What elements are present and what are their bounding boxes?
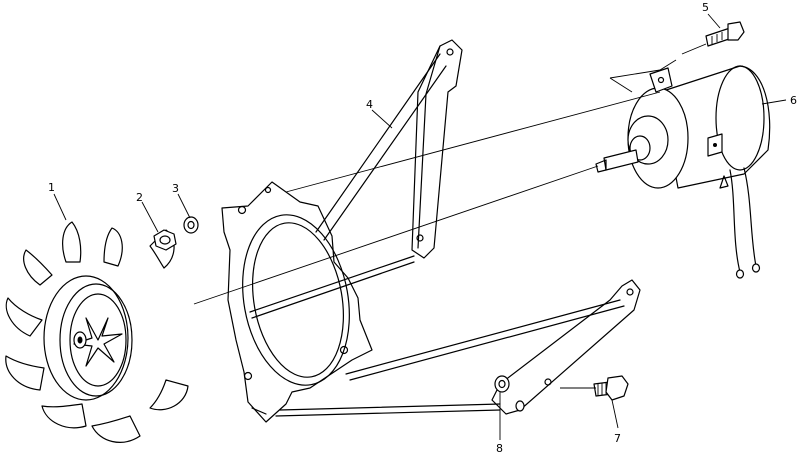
callout-3: 3 <box>172 182 179 195</box>
motor-bolt[interactable] <box>705 21 745 47</box>
lower-bolt[interactable] <box>593 375 629 401</box>
callout-1: 1 <box>48 181 55 194</box>
callout-7: 7 <box>614 432 621 445</box>
callout-6: 6 <box>790 94 797 107</box>
upper-mounting-bracket[interactable] <box>249 39 463 319</box>
callout-8: 8 <box>496 442 503 455</box>
fan-motor[interactable] <box>595 65 771 279</box>
washer[interactable] <box>183 216 199 234</box>
bracket-washer[interactable] <box>494 375 510 393</box>
callout-4: 4 <box>366 98 373 111</box>
lower-mounting-bracket[interactable] <box>275 279 641 417</box>
fan-blade-assembly[interactable] <box>5 221 189 443</box>
callout-5: 5 <box>702 1 709 14</box>
leader-lines <box>53 13 787 440</box>
callout-2: 2 <box>136 191 143 204</box>
alignment-lines <box>193 43 707 389</box>
hex-nut[interactable] <box>153 229 177 251</box>
